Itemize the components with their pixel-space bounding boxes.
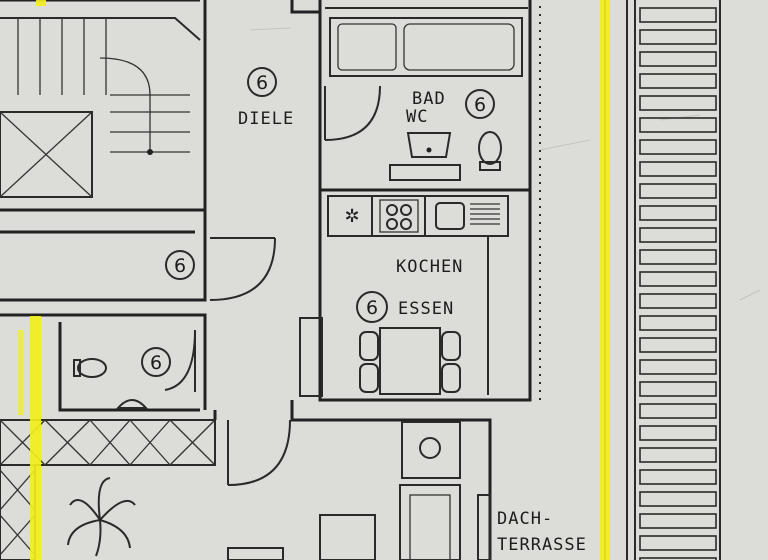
louvre-slat	[639, 161, 717, 177]
bath-cabinet	[389, 164, 461, 181]
louvre-slat	[639, 227, 717, 243]
kitchen-sink-icon	[435, 202, 500, 230]
louvre-slat	[639, 73, 717, 89]
paper-texture	[249, 27, 761, 301]
cabinet-box	[227, 547, 284, 560]
room-label-wc: WC	[406, 107, 428, 127]
louvre-slat	[639, 403, 717, 419]
louvre-slat	[639, 447, 717, 463]
room-label-dach: DACH-	[497, 509, 553, 529]
louvre-slat	[639, 359, 717, 375]
highlight-mark-top	[36, 0, 46, 6]
door-swing-icon	[227, 419, 291, 486]
louvre-slat	[639, 95, 717, 111]
star-symbol-icon: ✲	[344, 206, 359, 227]
room-marker-circle	[165, 250, 195, 280]
louvre-slat	[639, 491, 717, 507]
room-marker-circle	[141, 347, 171, 377]
louvre-slat	[639, 513, 717, 529]
room-marker-flur: 6	[174, 255, 186, 277]
room-marker-circle	[247, 67, 277, 97]
appliance-box	[401, 421, 461, 479]
louvre-slat	[639, 117, 717, 133]
plant-icon	[67, 477, 136, 557]
louvre-slat	[639, 535, 717, 551]
louvre-slat	[639, 7, 717, 23]
louvre-slat	[639, 29, 717, 45]
appliance-box	[399, 484, 461, 560]
highlight-line-thin	[18, 330, 23, 415]
bathtub-icon	[329, 17, 523, 77]
kitchen-counter	[327, 195, 509, 237]
door-swing-icon	[209, 237, 276, 301]
room-marker-gaeste-wc: 6	[150, 352, 162, 374]
room-label-kochen: KOCHEN	[396, 257, 463, 277]
toilet-icon	[478, 131, 502, 171]
wall-niche	[299, 317, 323, 397]
louvre-slat	[639, 425, 717, 441]
window-icon	[634, 0, 721, 560]
cabinet-box	[319, 514, 376, 560]
louvre-slat	[639, 557, 717, 560]
louvre-slat	[639, 381, 717, 397]
room-marker-circle	[465, 89, 495, 119]
room-marker-circle	[356, 291, 388, 323]
door-swing-icon	[164, 329, 196, 392]
room-label-diele: DIELE	[238, 109, 294, 129]
room-label-bad: BAD	[412, 89, 446, 109]
door-swing-icon	[324, 85, 381, 141]
louvre-slat	[639, 183, 717, 199]
wall-segment	[477, 494, 491, 560]
sink-icon	[115, 399, 149, 409]
stove-icon	[379, 199, 419, 233]
stair-icon	[0, 0, 201, 155]
room-marker-diele: 6	[256, 72, 268, 94]
louvre-slat	[639, 51, 717, 67]
louvre-slat	[639, 271, 717, 287]
louvre-slat	[639, 249, 717, 265]
dining-table-icon	[359, 327, 461, 395]
elevator-icon	[0, 111, 93, 198]
room-label-essen: ESSEN	[398, 299, 454, 319]
louvre-slat	[639, 315, 717, 331]
room-marker-kochen: 6	[366, 297, 378, 319]
sink-icon	[406, 132, 452, 158]
louvre-slat	[639, 469, 717, 485]
highlight-line-left	[30, 316, 41, 560]
room-marker-bad: 6	[474, 94, 486, 116]
louvre-slat	[639, 205, 717, 221]
louvre-slat	[639, 337, 717, 353]
louvre-slat	[639, 139, 717, 155]
highlight-line-right	[600, 0, 610, 560]
toilet-icon	[73, 358, 107, 378]
louvre-slat	[639, 293, 717, 309]
room-label-terrasse: TERRASSE	[497, 535, 587, 555]
